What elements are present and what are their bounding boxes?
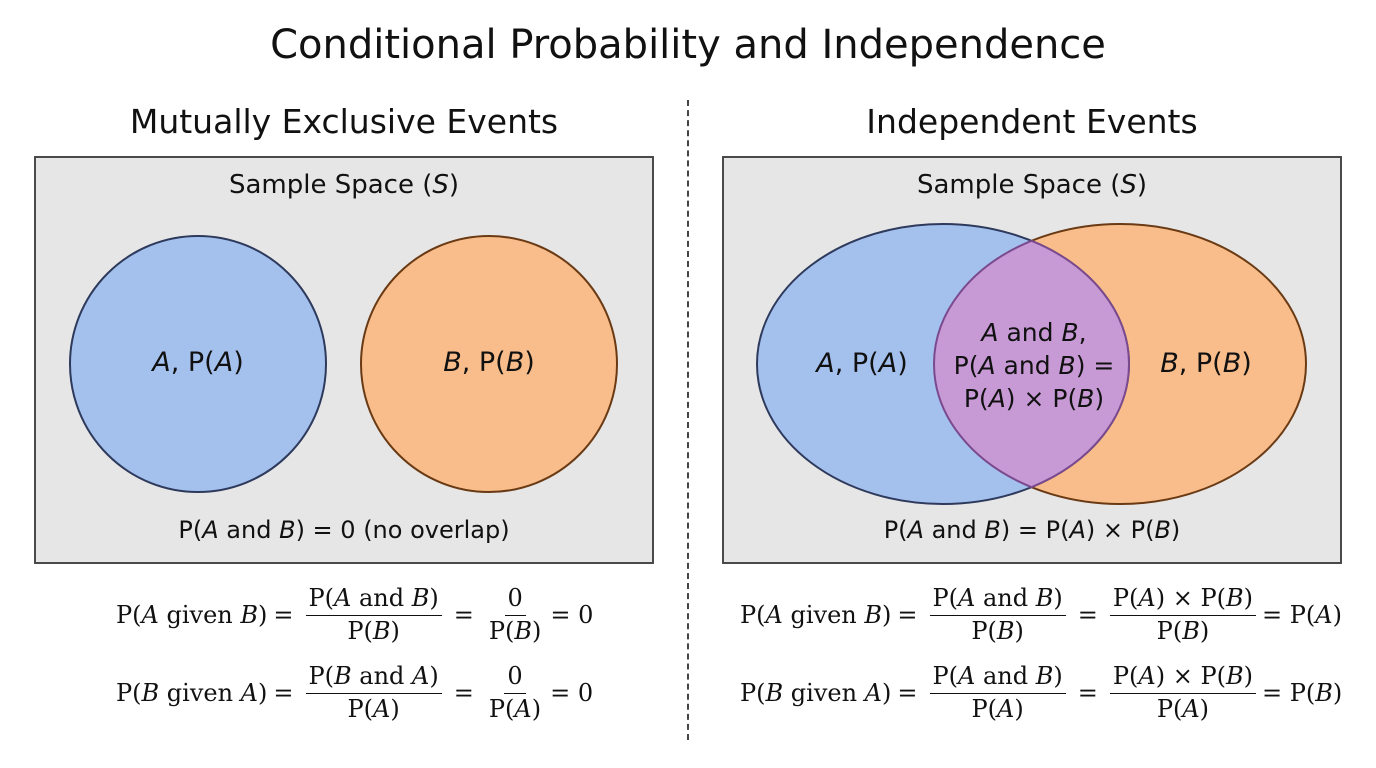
- panel-divider: [687, 100, 689, 740]
- left-formula-a-given-b: P(A given B) = P(A and B) P(B) = 0 P(B) …: [116, 583, 594, 645]
- fraction: P(A and B) P(B): [929, 584, 1066, 645]
- left-formula-b-given-a: P(B given A) = P(B and A) P(A) = 0 P(A) …: [116, 661, 594, 723]
- fraction: 0 P(B): [488, 583, 542, 645]
- event-b-circle: [360, 235, 618, 493]
- event-a-circle: [69, 235, 327, 493]
- intersection-label: A and B, P(A and B) = P(A) × P(B): [953, 318, 1115, 413]
- event-b-label: B, P(B): [1160, 348, 1252, 379]
- independent-heading: Independent Events: [866, 102, 1198, 141]
- intersection-region: [934, 224, 1129, 504]
- intersection-outline: [933, 239, 1130, 489]
- fraction: P(A and B) P(B): [305, 584, 442, 645]
- right-caption: P(A and B) = P(A) × P(B): [883, 516, 1181, 544]
- mutually-exclusive-heading: Mutually Exclusive Events: [129, 102, 559, 141]
- right-formula-a-given-b: P(A given B) = P(A and B) P(B) = P(A) × …: [740, 583, 1342, 645]
- fraction: P(A and B) P(A): [929, 662, 1066, 723]
- fraction: P(B and A) P(A): [305, 662, 442, 723]
- right-sample-space-label: Sample Space (S): [916, 170, 1148, 200]
- page-title: Conditional Probability and Independence: [270, 22, 1106, 68]
- event-b-label: B, P(B): [443, 347, 535, 378]
- fraction: 0 P(A): [488, 661, 542, 723]
- fraction: P(A) × P(B) P(A): [1109, 662, 1256, 723]
- left-caption: P(A and B) = 0 (no overlap): [178, 516, 510, 544]
- fraction: P(A) × P(B) P(B): [1109, 584, 1256, 645]
- event-a-label: A, P(A): [152, 347, 244, 378]
- right-formula-b-given-a: P(B given A) = P(A and B) P(A) = P(A) × …: [740, 661, 1343, 723]
- left-sample-space-label: Sample Space (S): [228, 170, 460, 200]
- event-a-label: A, P(A): [816, 348, 908, 379]
